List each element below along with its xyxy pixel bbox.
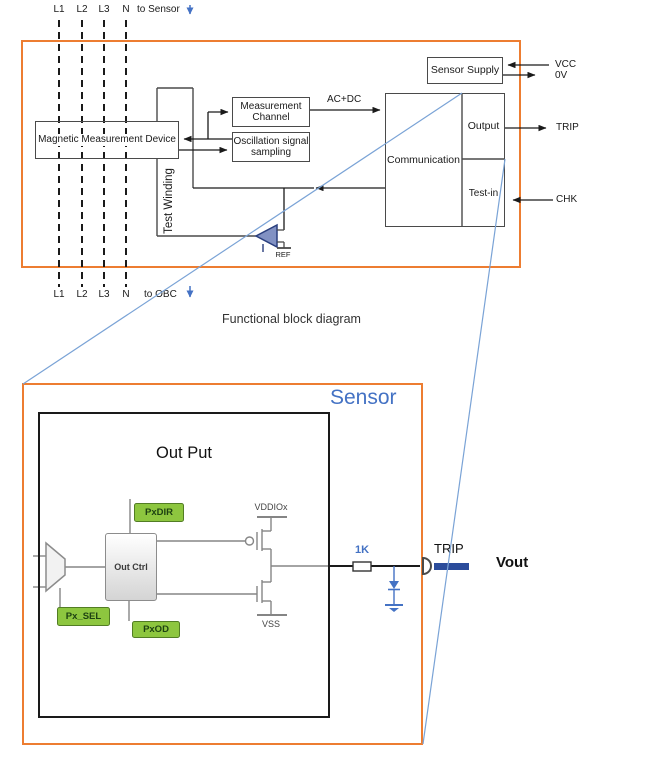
phase-label-l3-top: L3 — [98, 4, 110, 15]
resistor-value-label: 1K — [354, 544, 370, 556]
phase-label-l2-top: L2 — [76, 4, 88, 15]
sensor-supply-block: Sensor Supply — [427, 57, 503, 84]
sensor-title: Sensor — [330, 386, 397, 409]
magnetic-measurement-device-block: Magnetic Measurement Device — [35, 121, 179, 159]
out-ctrl-block: Out Ctrl — [105, 533, 157, 601]
chk-label: CHK — [556, 194, 578, 205]
out-put-title: Out Put — [156, 444, 212, 462]
trip-signal-label: TRIP — [556, 122, 579, 133]
vss-rail-label: VSS — [261, 619, 280, 629]
px-sel-pin-label: Px_SEL — [57, 607, 110, 626]
pxod-pin-label: PxOD — [132, 621, 180, 638]
output-stage-box — [38, 412, 330, 718]
vddiox-rail-label: VDDIOx — [254, 502, 288, 512]
output-compartment-label: Output — [467, 120, 500, 132]
to-sensor-label: to Sensor — [137, 4, 180, 15]
pxdir-pin-label: PxDIR — [134, 503, 184, 522]
phase-label-l1-top: L1 — [53, 4, 65, 15]
vcc-label: VCC — [555, 59, 577, 70]
mmd-label: Magnetic Measurement Device — [36, 134, 178, 146]
zero-v-label: 0V — [555, 70, 568, 81]
phase-label-n-top: N — [122, 4, 130, 15]
